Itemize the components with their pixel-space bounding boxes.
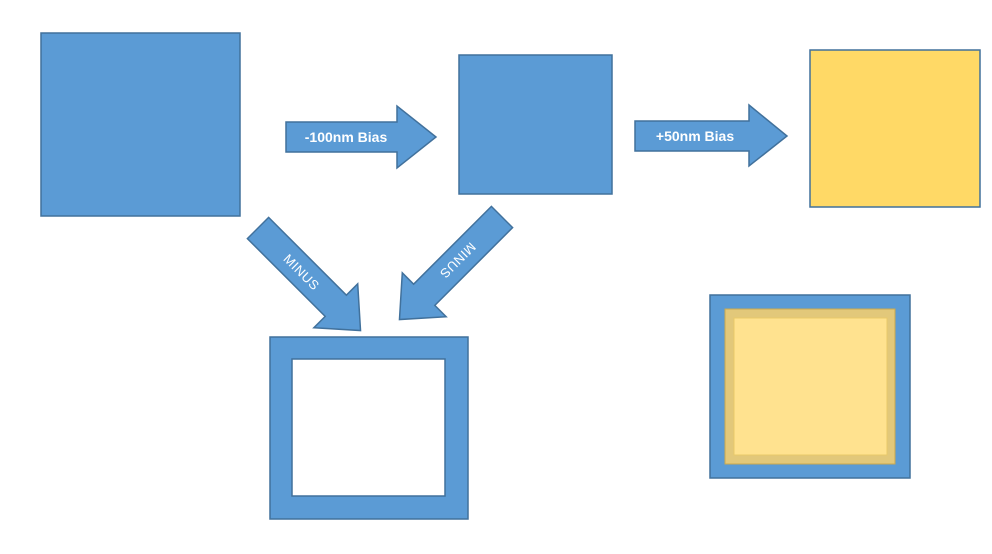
difference-ring [269,336,469,520]
bias-plus-label: +50nm Bias [656,128,734,144]
bias-minus-arrow-shape [285,104,438,170]
bias-minus-arrow: -100nm Bias [285,104,438,170]
minus-arrow-left-shape [246,216,362,332]
original-square [40,32,241,217]
difference-ring-inner [291,358,446,497]
bias-plus-arrow: +50nm Bias [634,103,789,168]
overlay-comparison [709,294,911,479]
minus-arrow-right: MINUS [398,205,514,321]
biased-square [458,54,613,195]
minus-arrow-right-shape [398,205,514,321]
bias-plus-arrow-shape [634,103,789,168]
minus-arrow-left: MINUS [246,216,362,332]
bias-minus-label: -100nm Bias [305,129,388,145]
overlay-inner-yellow [733,317,888,456]
rebiased-yellow-square [809,49,981,208]
